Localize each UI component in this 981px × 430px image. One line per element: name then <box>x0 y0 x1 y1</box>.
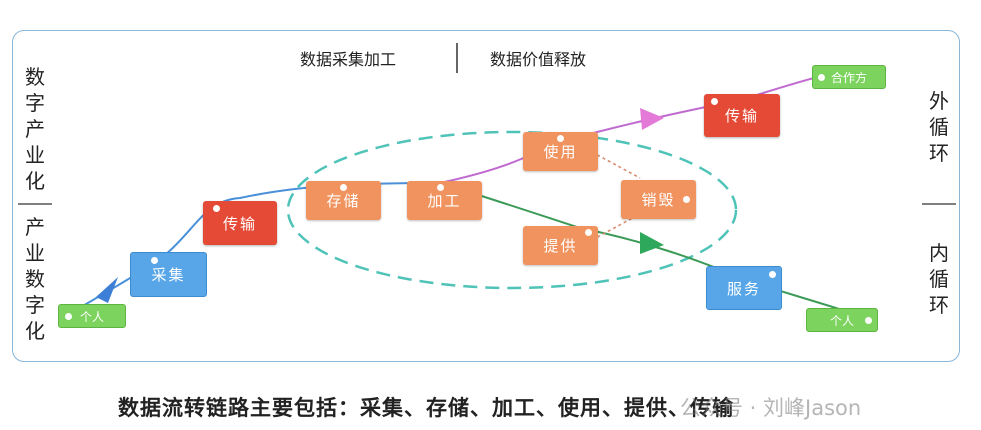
node-dot <box>340 184 347 191</box>
node-dot <box>213 205 220 212</box>
diagram-frame <box>12 30 960 362</box>
node-destroy: 销毁 <box>621 180 696 219</box>
node-dot <box>151 257 158 264</box>
right-top-label: 外循环 <box>929 89 949 165</box>
left-top-label: 数字产业化 <box>25 65 45 193</box>
right-bottom-label: 内循环 <box>929 241 949 317</box>
header-left: 数据采集加工 <box>300 50 397 69</box>
node-provide: 提供 <box>523 226 598 265</box>
outer-arrow <box>640 108 664 130</box>
node-dot <box>818 74 825 81</box>
destroy-dotted-top <box>591 151 641 179</box>
node-person-end: 个人 <box>806 308 878 332</box>
node-dot <box>557 135 564 142</box>
node-dot <box>65 313 72 320</box>
node-transfer-1: 传输 <box>203 201 277 245</box>
node-use: 使用 <box>523 132 598 171</box>
node-partner: 合作方 <box>812 65 886 89</box>
node-process: 加工 <box>407 181 482 220</box>
header-right: 数据价值释放 <box>490 50 587 69</box>
node-person-start: 个人 <box>58 304 126 328</box>
inner-arrow <box>640 232 664 254</box>
node-dot <box>865 317 872 324</box>
node-service: 服务 <box>706 266 782 310</box>
node-dot <box>437 184 444 191</box>
left-bottom-label: 产业数字化 <box>25 215 45 343</box>
footer-caption: 数据流转链路主要包括：采集、存储、加工、使用、提供、传输 <box>118 396 734 420</box>
node-storage: 存储 <box>306 181 381 220</box>
node-dot <box>711 98 718 105</box>
node-dot <box>585 229 592 236</box>
processing-ellipse <box>286 130 738 290</box>
watermark: 公众号 · 刘峰Jason <box>680 396 862 420</box>
node-transfer-2: 传输 <box>704 94 780 137</box>
node-dot <box>683 196 690 203</box>
node-dot <box>769 271 776 278</box>
node-collect: 采集 <box>130 252 207 297</box>
inner-flow-line <box>439 182 867 319</box>
blue-arrow <box>96 277 118 303</box>
